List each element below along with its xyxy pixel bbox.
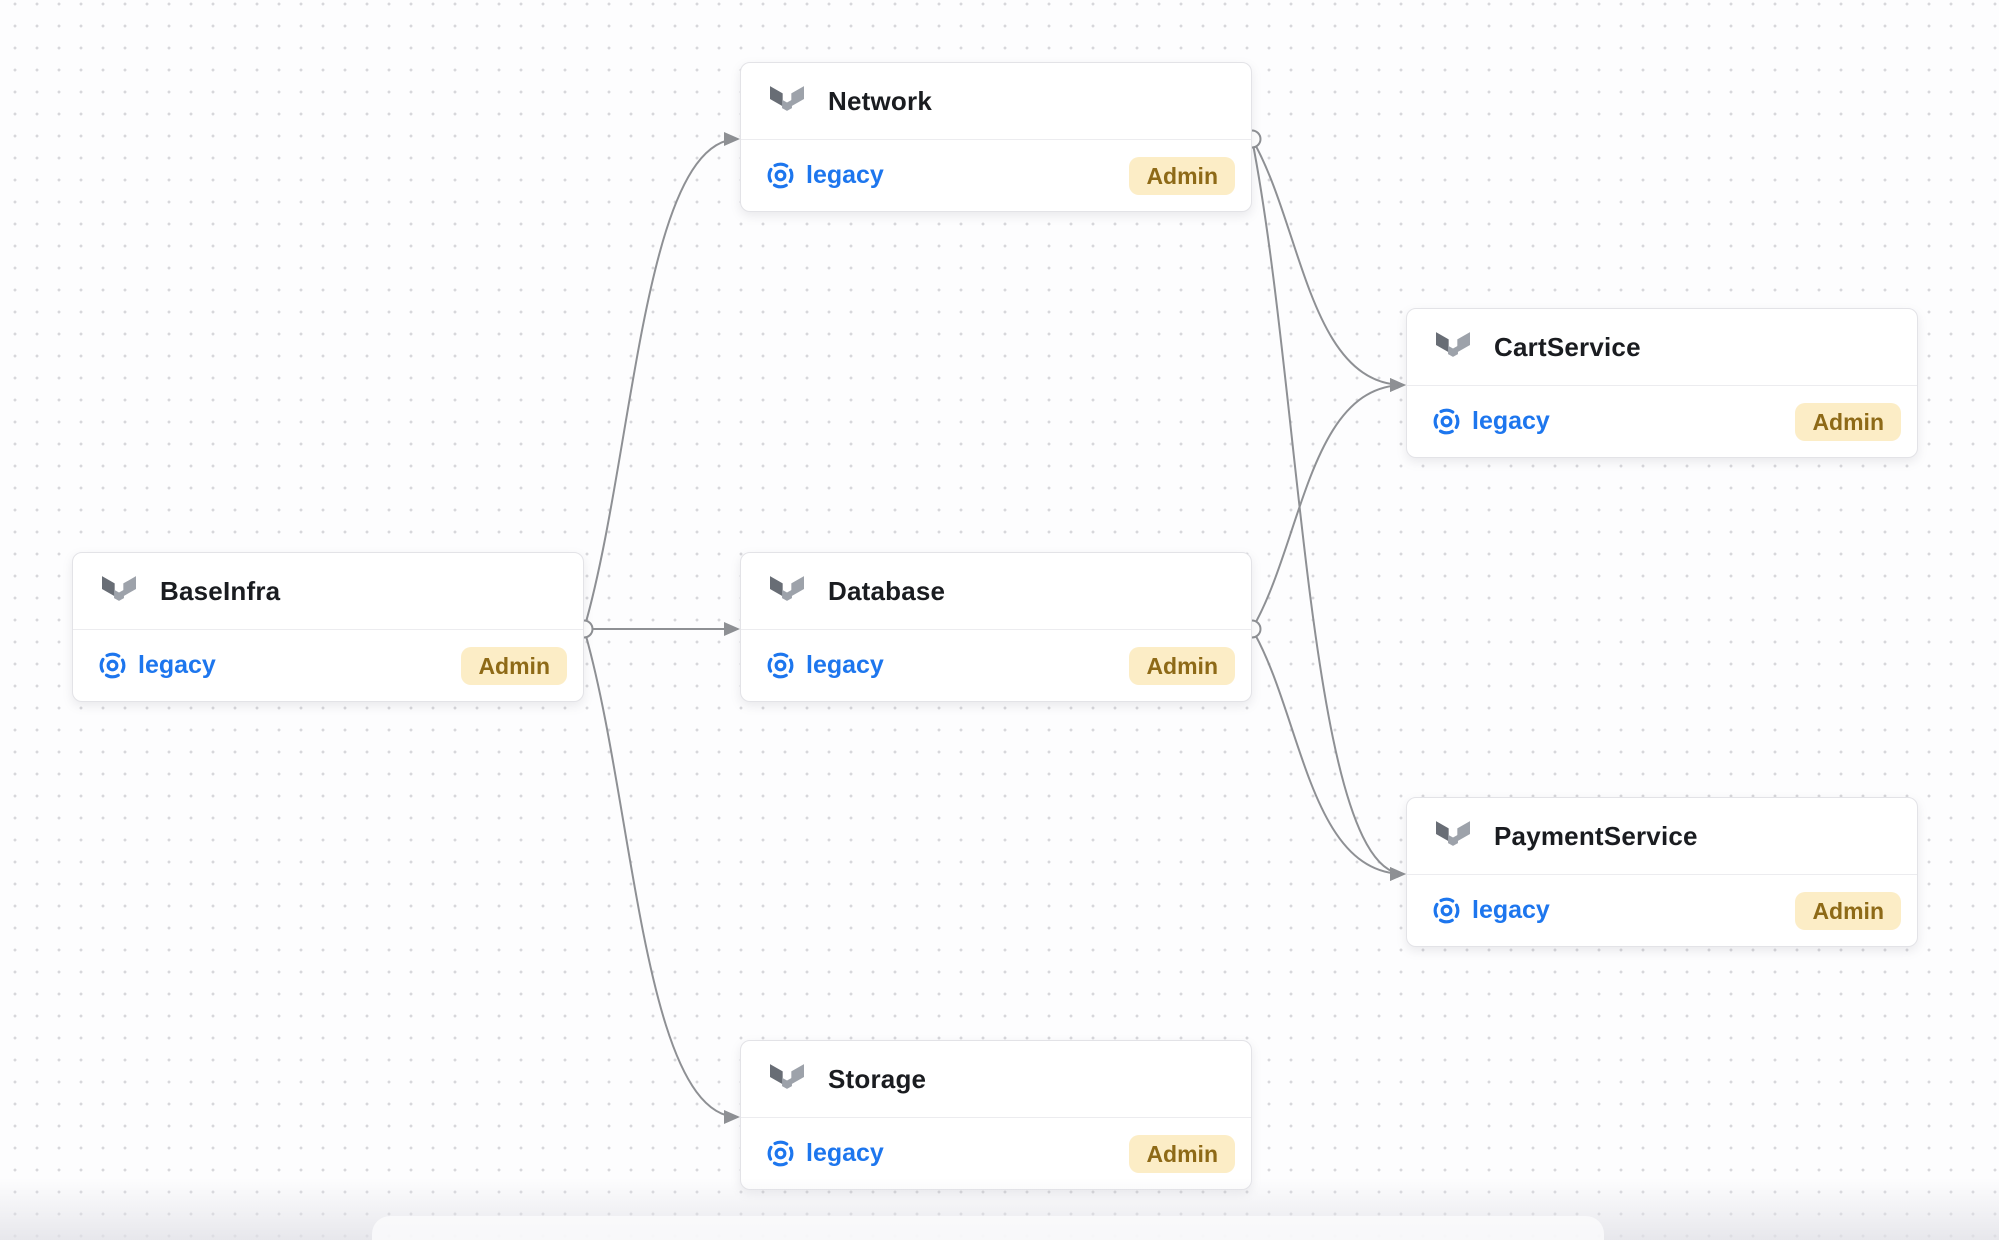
workspace-node-cartservice[interactable]: CartService legacy Admin <box>1406 308 1918 458</box>
node-body: legacy Admin <box>1407 386 1917 457</box>
edge-network-to-paymentservice <box>1251 138 1406 881</box>
project-name: legacy <box>1472 407 1550 435</box>
project-icon <box>1432 407 1461 436</box>
project-name: legacy <box>806 1139 884 1167</box>
project-link[interactable]: legacy <box>766 1139 884 1168</box>
project-name: legacy <box>806 161 884 189</box>
project-link[interactable]: legacy <box>98 651 216 680</box>
terraform-icon <box>100 574 138 608</box>
project-link[interactable]: legacy <box>766 161 884 190</box>
workspace-title: PaymentService <box>1494 820 1698 851</box>
edge-baseinfra-to-storage <box>583 628 740 1124</box>
node-body: legacy Admin <box>741 1118 1251 1189</box>
access-badge: Admin <box>1795 891 1901 930</box>
workspace-node-network[interactable]: Network legacy Admin <box>740 62 1252 212</box>
project-link[interactable]: legacy <box>1432 896 1550 925</box>
project-icon <box>98 651 127 680</box>
project-name: legacy <box>138 651 216 679</box>
workspace-node-database[interactable]: Database legacy Admin <box>740 552 1252 702</box>
edge-database-to-paymentservice <box>1251 628 1406 881</box>
access-badge: Admin <box>1129 646 1235 685</box>
node-body: legacy Admin <box>73 630 583 701</box>
workspace-title: Network <box>828 85 932 116</box>
workspace-node-paymentservice[interactable]: PaymentService legacy Admin <box>1406 797 1918 947</box>
node-header: PaymentService <box>1407 798 1917 875</box>
workspace-title: Database <box>828 575 946 606</box>
node-header: BaseInfra <box>73 553 583 630</box>
project-link[interactable]: legacy <box>1432 407 1550 436</box>
node-body: legacy Admin <box>741 140 1251 211</box>
access-badge: Admin <box>461 646 567 685</box>
workspace-title: BaseInfra <box>160 575 281 606</box>
terraform-icon <box>768 574 806 608</box>
access-badge: Admin <box>1129 1134 1235 1173</box>
terraform-icon <box>1434 819 1472 853</box>
node-header: Database <box>741 553 1251 630</box>
project-name: legacy <box>806 651 884 679</box>
project-icon <box>766 161 795 190</box>
node-body: legacy Admin <box>1407 875 1917 946</box>
access-badge: Admin <box>1129 156 1235 195</box>
access-badge: Admin <box>1795 402 1901 441</box>
workspace-node-baseinfra[interactable]: BaseInfra legacy Admin <box>72 552 584 702</box>
terraform-icon <box>768 84 806 118</box>
workspace-title: Storage <box>828 1063 927 1094</box>
terraform-icon <box>768 1062 806 1096</box>
node-body: legacy Admin <box>741 630 1251 701</box>
edge-network-to-cartservice <box>1251 138 1406 392</box>
node-header: Network <box>741 63 1251 140</box>
node-header: CartService <box>1407 309 1917 386</box>
project-name: legacy <box>1472 896 1550 924</box>
project-icon <box>1432 896 1461 925</box>
node-header: Storage <box>741 1041 1251 1118</box>
project-icon <box>766 651 795 680</box>
terraform-icon <box>1434 330 1472 364</box>
project-link[interactable]: legacy <box>766 651 884 680</box>
workspace-node-storage[interactable]: Storage legacy Admin <box>740 1040 1252 1190</box>
edge-database-to-cartservice <box>1251 378 1406 630</box>
project-icon <box>766 1139 795 1168</box>
workspace-title: CartService <box>1494 331 1641 362</box>
edge-baseinfra-to-network <box>583 132 740 630</box>
